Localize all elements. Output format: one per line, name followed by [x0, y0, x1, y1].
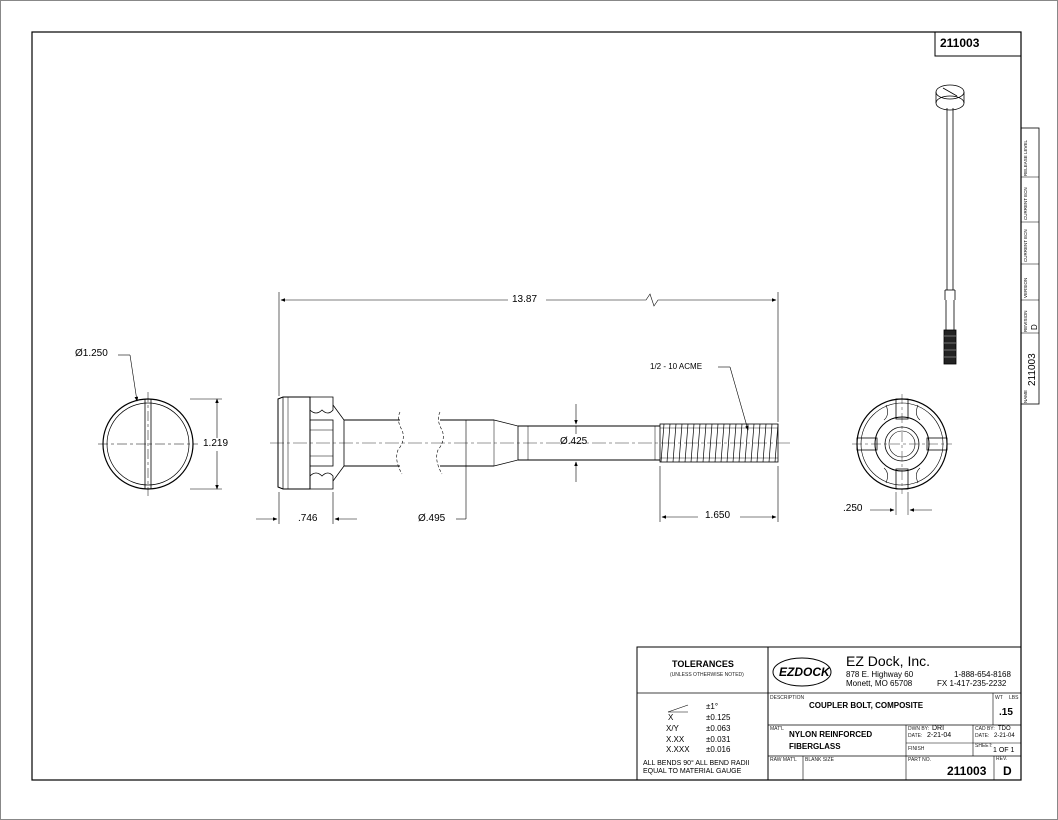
dim-slot-width-label: .250 [843, 503, 863, 514]
part-no-value: 211003 [947, 764, 987, 778]
dim-overall-length [278, 292, 779, 422]
company-fax: FX 1-417-235-2232 [937, 679, 1007, 688]
material-value-1: NYLON REINFORCED [789, 730, 873, 739]
tolerances-subtitle: (UNLESS OTHERWISE NOTED) [670, 672, 744, 678]
isometric-view [935, 84, 965, 365]
tolerance-xxxx-value: ±0.016 [706, 745, 731, 754]
bends-note-2: EQUAL TO MATERIAL GAUGE [643, 768, 742, 775]
dim-head-length-label: .746 [298, 513, 318, 524]
company-logo: EZDOCK [779, 665, 830, 679]
rev-value-title: D [1003, 764, 1012, 778]
description-value: COUPLER BOLT, COMPOSITE [809, 701, 924, 710]
dim-thread-length-label: 1.650 [705, 510, 731, 521]
dim-head-length [256, 492, 357, 524]
dim-shank-diameter [444, 419, 476, 520]
rev-name-label: NAME [1023, 389, 1028, 403]
drawn-by-value: DRI [932, 725, 945, 732]
tolerance-xy-label: X/Y [666, 724, 679, 733]
dim-head-diameter-label: Ø1.250 [75, 348, 108, 359]
tolerance-x-label: X [668, 713, 674, 722]
bends-note: ALL BENDS 90° ALL BEND RADII [643, 760, 750, 767]
company-address1: 878 E. Highway 60 [846, 670, 914, 679]
rev-name-value: 211003 [1027, 353, 1038, 386]
tolerance-xxx-label: X.XX [666, 735, 685, 744]
sheet-value: 1 OF 1 [993, 747, 1015, 754]
description-label: DESCRIPTION [770, 695, 805, 701]
title-block-lines [636, 646, 1022, 781]
drawn-date-label: DATE: [908, 733, 923, 739]
company-address2: Monett, MO 65708 [846, 679, 913, 688]
company-phone: 1-888-654-8168 [954, 670, 1011, 679]
head-end-view [98, 354, 222, 496]
finish-label: FINISH [908, 746, 925, 752]
part-number-box [934, 31, 1022, 57]
tolerance-angle-value: ±1° [706, 702, 719, 711]
dim-neck-diameter-label: Ø.425 [560, 436, 588, 447]
drawn-by-label: DWN BY: [908, 726, 930, 732]
tolerances-title: TOLERANCES [672, 659, 734, 669]
rev-label-current-ecn-2: CURRENT ECN [1023, 229, 1028, 262]
tolerance-x-value: ±0.125 [706, 713, 731, 722]
thread-spec-label: 1/2 - 10 ACME [650, 362, 703, 371]
rev-label-revision: REVISION [1023, 310, 1028, 332]
rev-label-release-level: RELEASE LEVEL [1023, 139, 1028, 176]
top-part-number: 211003 [940, 36, 980, 50]
dim-shank-diameter-label: Ø.495 [418, 513, 446, 524]
dim-head-height-label: 1.219 [203, 438, 229, 449]
tolerance-xxx-value: ±0.031 [706, 735, 731, 744]
drawing-frame [31, 31, 1022, 781]
tolerance-xy-value: ±0.063 [706, 724, 731, 733]
dim-thread-length [659, 466, 779, 522]
lbs-label: LBS [1009, 695, 1019, 701]
blank-size-label: BLANK SIZE [805, 757, 834, 763]
weight-label: WT [995, 695, 1003, 701]
material-label: MAT'L [770, 726, 784, 732]
material-value-2: FIBERGLASS [789, 742, 841, 751]
drawn-date-value: 2-21-04 [927, 732, 952, 739]
sheet-label: SHEET: [975, 743, 993, 749]
raw-material-label: RAW MAT'L [770, 757, 797, 763]
weight-value: .15 [999, 707, 1013, 718]
cad-date-label: DATE: [975, 733, 990, 739]
bolt-end-view [852, 394, 952, 515]
revision-block [1020, 127, 1040, 405]
company-name: EZ Dock, Inc. [846, 653, 931, 669]
cad-by-value: TDO [998, 726, 1011, 732]
rev-label: REV. [996, 756, 1008, 762]
bolt-side-view [270, 396, 790, 490]
rev-label-current-ecn-1: CURRENT ECN [1023, 187, 1028, 220]
rev-label-version: VERSION [1023, 277, 1028, 298]
tolerance-xxxx-label: X.XXX [666, 745, 690, 754]
dim-overall-length-label: 13.87 [512, 294, 538, 305]
cad-by-label: CAD BY: [975, 726, 995, 732]
part-no-label: PART NO. [908, 757, 932, 763]
rev-value: D [1030, 324, 1039, 330]
cad-date-value: 2-21-04 [994, 733, 1015, 739]
